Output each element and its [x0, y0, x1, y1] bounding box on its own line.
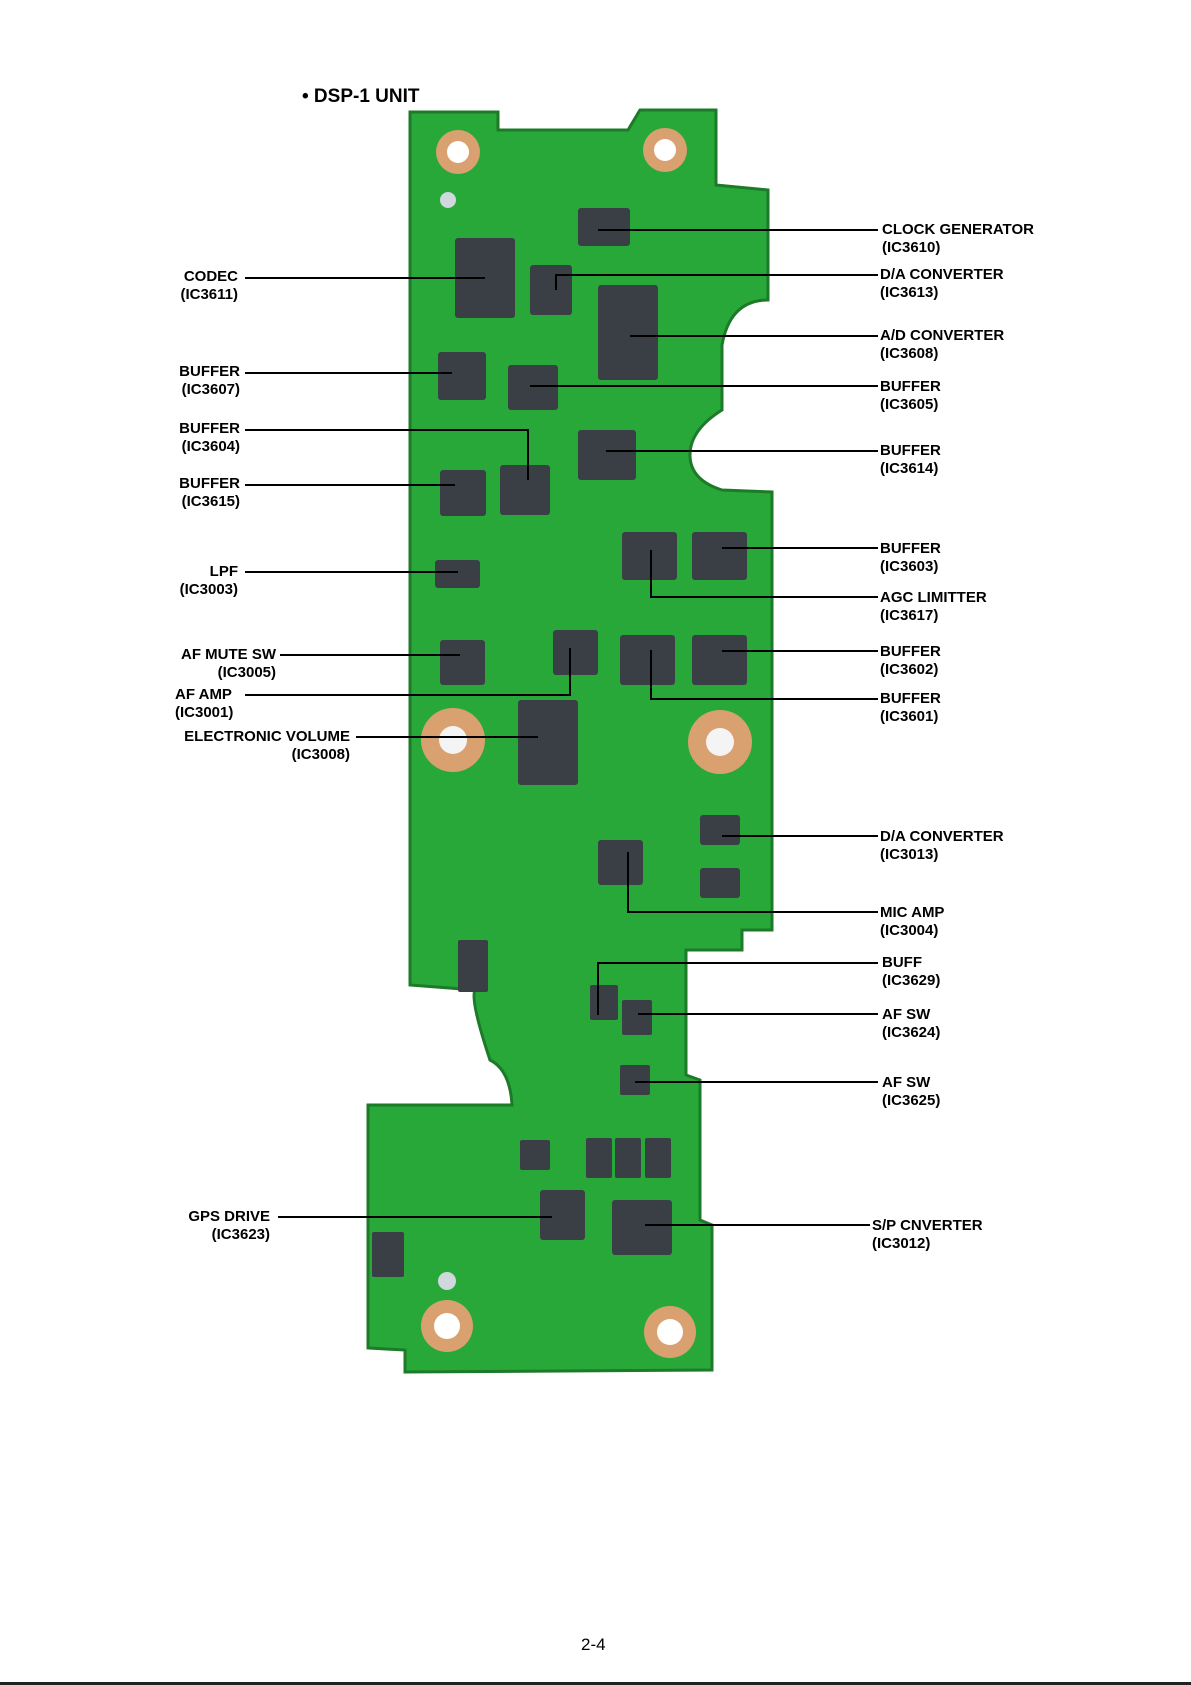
callout-buffer-ic3605: BUFFER(IC3605): [880, 378, 941, 413]
callout-ad-converter: A/D CONVERTER(IC3608): [880, 327, 1005, 362]
page-number: 2-4: [581, 1635, 606, 1654]
callout-af-mute-sw: AF MUTE SW(IC3005): [181, 646, 276, 681]
callout-lpf: LPF(IC3003): [179, 563, 238, 598]
callout-da-converter-ic3613: D/A CONVERTER(IC3613): [880, 266, 1004, 301]
callout-af-amp: AF AMP(IC3001): [175, 686, 234, 721]
figure-title: • DSP-1 UNIT: [302, 86, 420, 107]
callout-buff-ic3629: BUFF(IC3629): [882, 954, 941, 989]
callout-da-converter-ic3013: D/A CONVERTER(IC3013): [880, 828, 1004, 863]
callout-buffer-ic3602: BUFFER(IC3602): [880, 643, 941, 678]
callout-af-sw-ic3624: AF SW(IC3624): [882, 1006, 941, 1041]
callout-electronic-volume: ELECTRONIC VOLUME(IC3008): [184, 728, 350, 763]
mounting-holes: [421, 128, 752, 1358]
callout-af-sw-ic3625: AF SW(IC3625): [882, 1074, 941, 1109]
bottom-rule: [0, 1682, 1191, 1685]
callout-clock-generator: CLOCK GENERATOR(IC3610): [882, 221, 1034, 256]
callout-agc-limitter: AGC LIMITTER(IC3617): [880, 589, 987, 624]
callout-buffer-ic3603: BUFFER(IC3603): [880, 540, 941, 575]
callout-sp-converter: S/P CNVERTER(IC3012): [872, 1217, 983, 1252]
callout-buffer-ic3601: BUFFER(IC3601): [880, 690, 941, 725]
callout-buffer-ic3607: BUFFER(IC3607): [179, 363, 240, 398]
callout-buffer-ic3615: BUFFER(IC3615): [179, 475, 240, 510]
callout-buffer-ic3604: BUFFER(IC3604): [179, 420, 240, 455]
callout-codec: CODEC(IC3611): [180, 268, 238, 303]
callout-gps-drive: GPS DRIVE(IC3623): [188, 1208, 270, 1243]
callout-buffer-ic3614: BUFFER(IC3614): [880, 442, 941, 477]
leader-lines: [245, 229, 878, 1226]
ic-chips: [372, 208, 747, 1277]
callout-mic-amp: MIC AMP(IC3004): [880, 904, 945, 939]
